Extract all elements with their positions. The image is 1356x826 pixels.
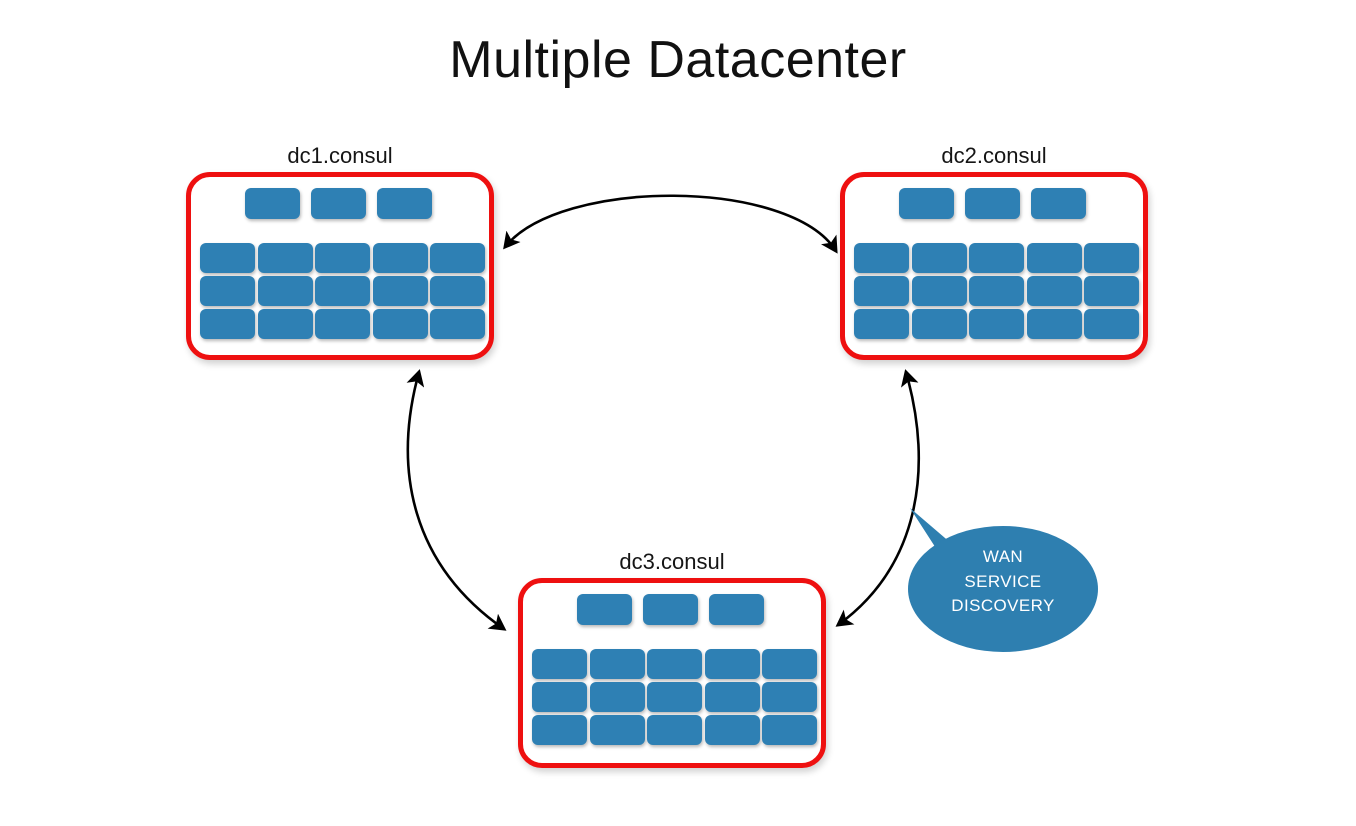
node-dc1-client-r2c2 xyxy=(257,276,313,306)
node-dc2-client-r1c3 xyxy=(969,243,1024,273)
node-dc1-client-r2c1 xyxy=(200,276,255,306)
node-dc3-client-r1c3 xyxy=(647,649,702,679)
node-dc2-client-r3c3 xyxy=(969,309,1024,339)
wan-service-discovery-callout[interactable]: WAN SERVICE DISCOVERY xyxy=(904,508,1102,656)
datacenter-dc1: dc1.consul xyxy=(186,143,494,360)
node-dc1-client-r1c2 xyxy=(257,243,313,273)
datacenter-dc1-boundary xyxy=(186,172,494,360)
node-dc2-client-r1c1 xyxy=(854,243,909,273)
node-dc1-client-r1c5 xyxy=(430,243,485,273)
node-dc3-client-r3c4 xyxy=(704,715,760,745)
node-dc2-server-3 xyxy=(1031,188,1086,219)
node-dc3-client-r2c4 xyxy=(704,682,760,712)
node-dc2-client-r3c5 xyxy=(1084,309,1139,339)
node-dc3-client-r2c2 xyxy=(589,682,645,712)
node-dc3-client-r2c1 xyxy=(532,682,587,712)
node-dc3-client-r3c2 xyxy=(589,715,645,745)
node-dc3-server-2 xyxy=(643,594,698,625)
page-title: Multiple Datacenter xyxy=(449,31,907,89)
node-dc3-server-1 xyxy=(577,594,632,625)
node-dc2-server-1 xyxy=(899,188,954,219)
node-dc2-client-r2c4 xyxy=(1026,276,1082,306)
datacenter-dc1-label: dc1.consul xyxy=(287,143,393,168)
node-dc1-client-r3c5 xyxy=(430,309,485,339)
node-dc2-client-r2c1 xyxy=(854,276,909,306)
node-dc1-client-r2c5 xyxy=(430,276,485,306)
node-dc1-client-r2c4 xyxy=(372,276,428,306)
datacenter-dc3-label: dc3.consul xyxy=(619,549,725,574)
node-dc3-server-3 xyxy=(709,594,764,625)
node-dc1-server-1 xyxy=(245,188,300,219)
node-dc2-server-2 xyxy=(965,188,1020,219)
node-dc3-client-r1c2 xyxy=(589,649,645,679)
node-dc2-client-r1c2 xyxy=(911,243,967,273)
datacenter-dc3-boundary xyxy=(518,578,826,768)
datacenter-dc2: dc2.consul xyxy=(840,143,1148,360)
node-dc1-client-r3c3 xyxy=(315,309,370,339)
node-dc3-client-r1c1 xyxy=(532,649,587,679)
node-dc3-client-r1c4 xyxy=(704,649,760,679)
node-dc1-server-3 xyxy=(377,188,432,219)
node-dc1-client-r2c3 xyxy=(315,276,370,306)
datacenter-dc3: dc3.consul xyxy=(518,549,826,768)
node-dc1-client-r3c4 xyxy=(372,309,428,339)
arrow-dc1-dc2 xyxy=(503,194,838,254)
node-dc2-client-r2c2 xyxy=(911,276,967,306)
node-dc2-client-r3c4 xyxy=(1026,309,1082,339)
node-dc2-client-r2c5 xyxy=(1084,276,1139,306)
node-dc3-client-r2c5 xyxy=(762,682,817,712)
node-dc3-client-r3c5 xyxy=(762,715,817,745)
node-dc2-client-r3c1 xyxy=(854,309,909,339)
node-dc1-server-2 xyxy=(311,188,366,219)
node-dc2-client-r1c4 xyxy=(1026,243,1082,273)
node-dc1-client-r1c1 xyxy=(200,243,255,273)
node-dc1-client-r1c4 xyxy=(372,243,428,273)
node-dc2-client-r2c3 xyxy=(969,276,1024,306)
node-dc3-client-r3c1 xyxy=(532,715,587,745)
node-dc3-client-r1c5 xyxy=(762,649,817,679)
datacenter-dc2-boundary xyxy=(840,172,1148,360)
node-dc2-client-r3c2 xyxy=(911,309,967,339)
arrow-dc1-dc3 xyxy=(406,369,507,631)
node-dc3-client-r2c3 xyxy=(647,682,702,712)
node-dc2-client-r1c5 xyxy=(1084,243,1139,273)
node-dc1-client-r1c3 xyxy=(315,243,370,273)
callout-bubble-shape xyxy=(908,508,1098,652)
node-dc1-client-r3c2 xyxy=(257,309,313,339)
node-dc1-client-r3c1 xyxy=(200,309,255,339)
datacenter-dc2-label: dc2.consul xyxy=(941,143,1047,168)
node-dc3-client-r3c3 xyxy=(647,715,702,745)
